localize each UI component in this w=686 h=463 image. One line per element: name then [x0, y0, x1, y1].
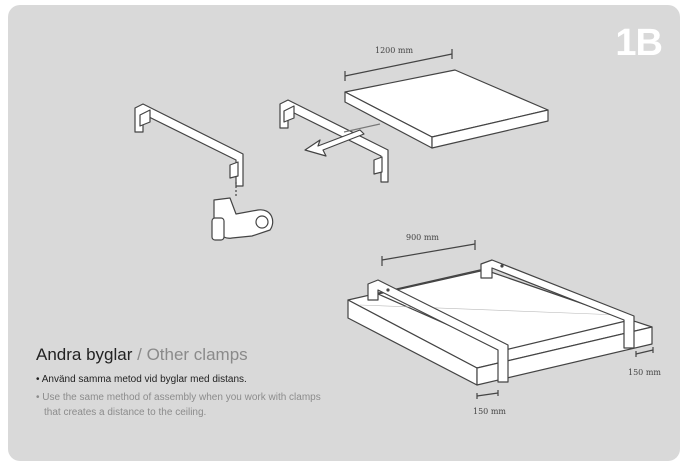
dimension-150-front: [476, 390, 499, 399]
board-illustration: [344, 69, 549, 149]
arrow-icon: [304, 129, 365, 157]
dimension-label-150-front: 150 mm: [473, 407, 506, 416]
dimension-label-900: 900 mm: [406, 233, 439, 242]
title-swedish: Andra byglar: [36, 345, 133, 364]
clamp-illustration: [134, 103, 244, 187]
bullet-english-line2: that creates a distance to the ceiling.: [44, 407, 207, 418]
dimension-label-1200: 1200 mm: [375, 46, 413, 55]
drill-illustration: [211, 182, 274, 241]
dimension-150-right: [635, 347, 654, 357]
dimension-900: [381, 240, 476, 266]
title-separator: /: [132, 345, 147, 364]
dimension-label-150-right: 150 mm: [628, 368, 661, 377]
assembled-board-illustration: [347, 259, 653, 386]
bullet-english: • Use the same method of assembly when y…: [36, 390, 356, 420]
section-title: Andra byglar / Other clamps: [36, 345, 248, 365]
bullet-swedish: • Använd samma metod vid byglar med dist…: [36, 374, 247, 385]
title-english: Other clamps: [146, 345, 248, 364]
bullet-english-line1: • Use the same method of assembly when y…: [36, 392, 321, 403]
clamp-illustration: [279, 99, 389, 183]
dimension-1200: [344, 49, 453, 81]
instruction-panel: [8, 5, 680, 461]
step-label: 1B: [615, 22, 663, 64]
